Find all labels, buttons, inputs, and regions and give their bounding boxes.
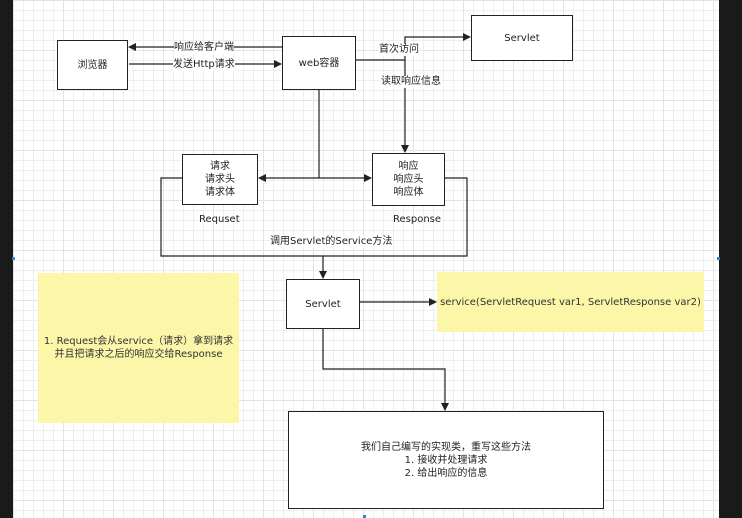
implementation-node[interactable]: 我们自己编写的实现类，重写这些方法 1. 接收并处理请求 2. 给出响应的信息 bbox=[288, 411, 604, 509]
browser-label: 浏览器 bbox=[77, 59, 108, 71]
web-container-node[interactable]: web容器 bbox=[282, 36, 356, 90]
label-response-caption: Response bbox=[393, 214, 442, 225]
response-line-1: 响应 bbox=[398, 161, 419, 172]
request-line-2: 请求头 bbox=[205, 174, 235, 185]
response-line-3: 响应体 bbox=[393, 187, 424, 198]
request-line-3: 请求体 bbox=[205, 187, 235, 198]
label-first-visit: 首次访问 bbox=[379, 44, 419, 56]
impl-line-1: 我们自己编写的实现类，重写这些方法 bbox=[361, 441, 531, 453]
left-note-line-1: 1. Request会从service（请求）拿到请求 bbox=[43, 336, 234, 347]
response-line-2: 响应头 bbox=[393, 174, 424, 185]
left-note-line-2: 并且把请求之后的响应交给Response bbox=[54, 349, 223, 360]
servlet-mid-node[interactable]: Servlet bbox=[286, 279, 360, 329]
web-container-label: web容器 bbox=[298, 57, 340, 69]
servlet-mid-label: Servlet bbox=[305, 298, 341, 310]
impl-line-3: 2. 给出响应的信息 bbox=[404, 467, 488, 479]
selection-handle-bottom[interactable] bbox=[363, 515, 366, 518]
servlet-top-node[interactable]: Servlet bbox=[471, 15, 573, 61]
right-note[interactable]: service(ServletRequest var1, ServletResp… bbox=[437, 272, 704, 332]
label-request-caption: Requset bbox=[199, 214, 240, 225]
label-send-http-request: 发送Http请求 bbox=[173, 59, 235, 71]
selection-handle-left[interactable] bbox=[12, 257, 15, 260]
label-respond-to-client: 响应给客户端 bbox=[174, 42, 234, 54]
response-node[interactable]: 响应 响应头 响应体 bbox=[372, 153, 445, 206]
selection-handle-right[interactable] bbox=[717, 257, 720, 260]
request-node[interactable]: 请求 请求头 请求体 bbox=[182, 154, 258, 205]
label-call-service: 调用Servlet的Service方法 bbox=[270, 236, 393, 248]
bracket-request bbox=[160, 177, 319, 257]
servlet-top-label: Servlet bbox=[504, 32, 540, 44]
label-read-response-info: 读取响应信息 bbox=[381, 76, 441, 88]
grid-canvas bbox=[13, 0, 719, 518]
arrow-to-implementation bbox=[322, 329, 449, 411]
request-line-1: 请求 bbox=[210, 161, 230, 172]
right-note-text: service(ServletRequest var1, ServletResp… bbox=[440, 296, 701, 308]
browser-node[interactable]: 浏览器 bbox=[57, 40, 128, 90]
bracket-response bbox=[319, 177, 468, 257]
impl-line-2: 1. 接收并处理请求 bbox=[404, 454, 488, 466]
left-note[interactable]: 1. Request会从service（请求）拿到请求 并且把请求之后的响应交给… bbox=[38, 273, 239, 423]
